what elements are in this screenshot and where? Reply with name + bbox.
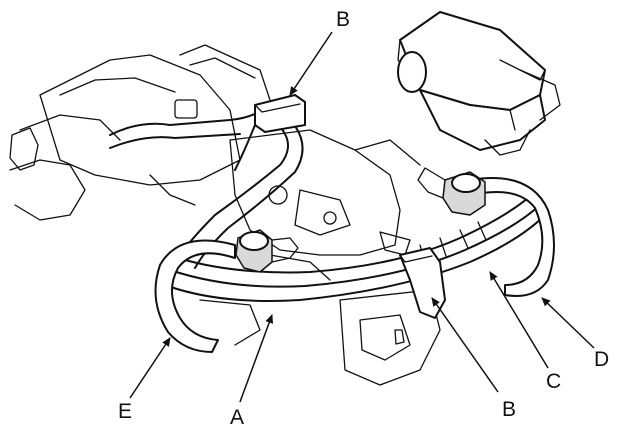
leader-d — [541, 297, 595, 349]
leader-a — [239, 314, 273, 403]
callout-lines — [129, 31, 595, 403]
callout-label-d: D — [594, 348, 609, 371]
callout-label-b-bottom: B — [502, 398, 516, 421]
callout-label-e: E — [118, 400, 132, 423]
clip-e — [154, 229, 299, 353]
connector-block — [397, 11, 561, 156]
engine-background-structure — [9, 44, 441, 386]
leader-b-top — [289, 31, 333, 96]
leader-b-bottom — [431, 297, 499, 393]
clip-d — [417, 167, 555, 297]
callout-label-c: C — [546, 370, 561, 393]
callout-label-b-top: B — [336, 8, 350, 31]
callout-label-a: A — [230, 406, 244, 429]
leader-e — [129, 337, 171, 399]
leader-c — [489, 271, 549, 369]
clip-b-top — [254, 94, 306, 133]
